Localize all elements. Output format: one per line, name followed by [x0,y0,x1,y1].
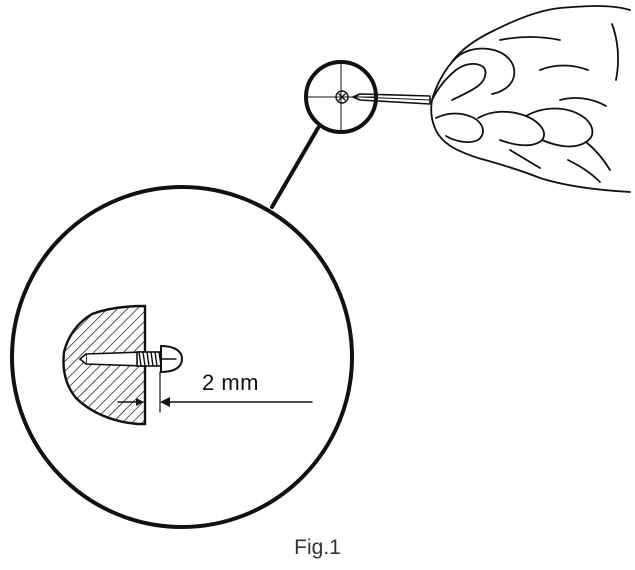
screw-icon [136,344,184,374]
hand-icon [430,5,631,193]
dimension-label: 2 mm [202,370,259,395]
screwdriver-icon [352,93,431,105]
figure-caption: Fig.1 [294,536,341,559]
dimension-indicator [117,371,313,413]
screw-head-icon [335,90,349,104]
magnified-detail-circle [10,185,354,529]
wall-cross-section [62,304,147,426]
callout-connector-line [270,126,320,209]
